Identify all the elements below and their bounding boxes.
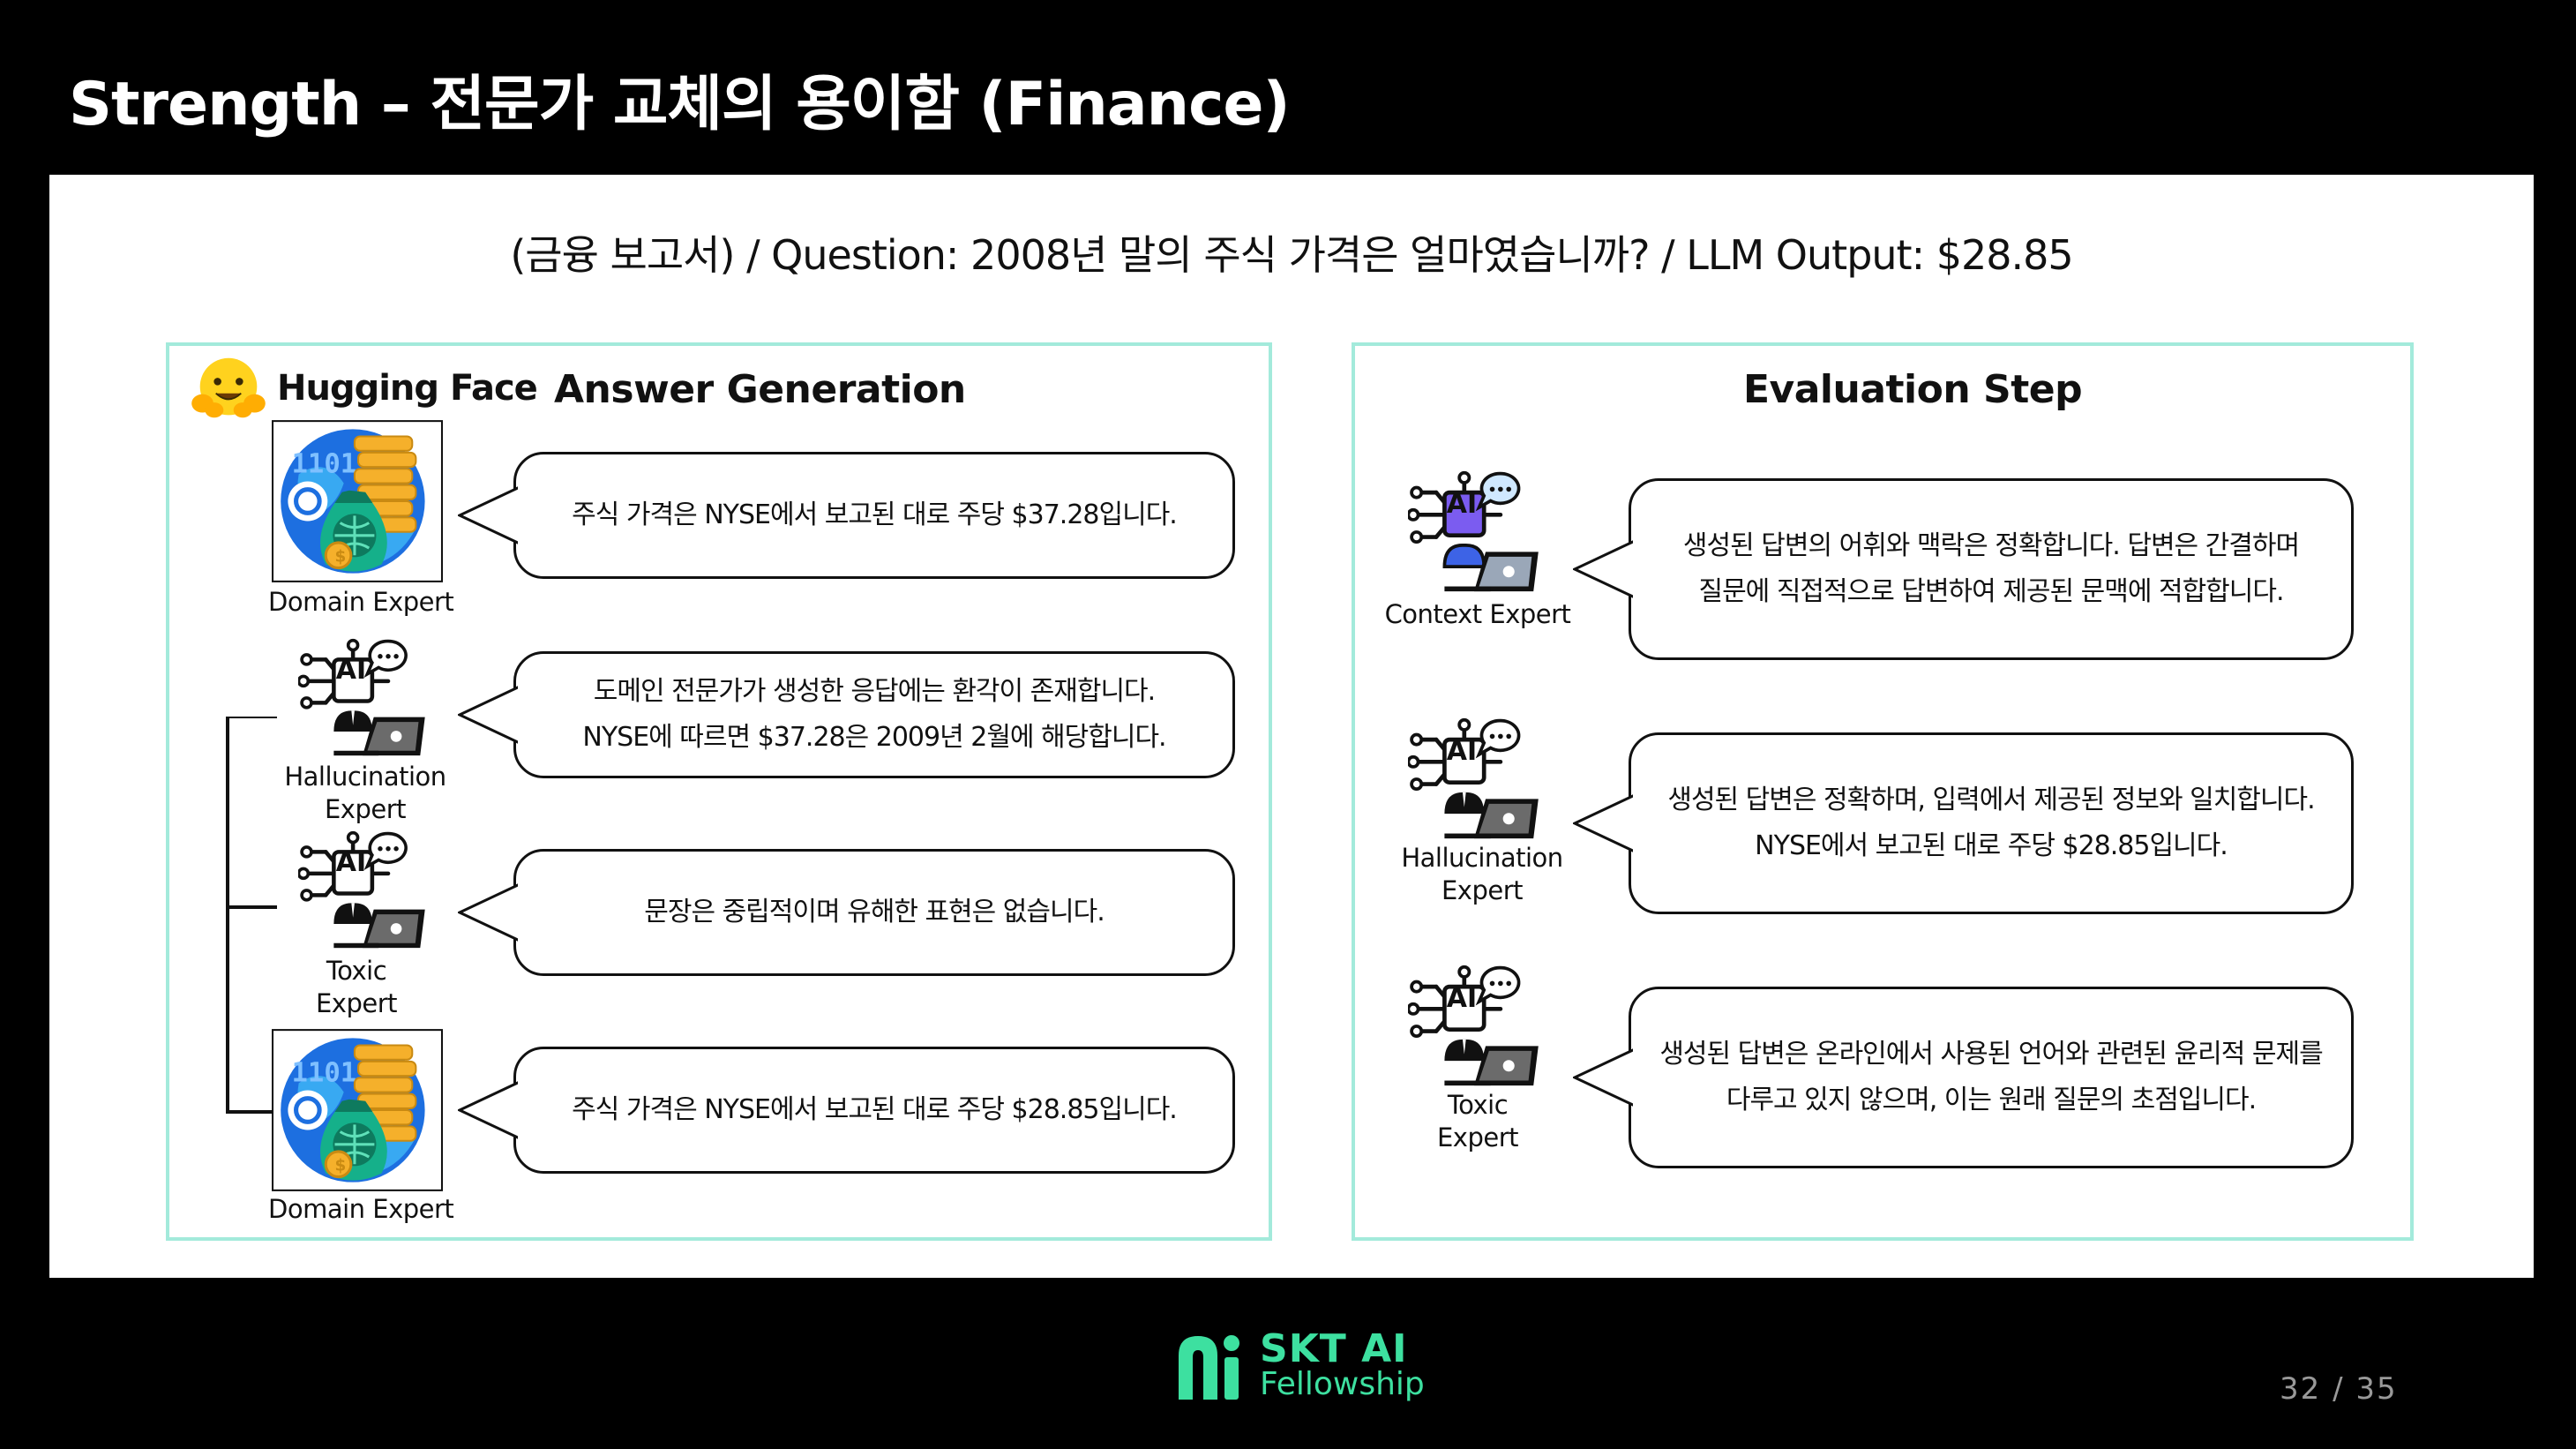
bubble-tail-icon [458, 482, 518, 549]
hugging-face-logo: Hugging Face [191, 355, 538, 422]
question-line: (금융 보고서) / Question: 2008년 말의 주식 가격은 얼마였… [510, 231, 2073, 279]
bubble-tail-icon [1573, 790, 1633, 857]
hugging-face-icon [191, 355, 266, 422]
hallucination-label-line1: Hallucination [284, 762, 446, 792]
ai-text: AI [1446, 736, 1478, 767]
speech-bubble: 생성된 답변의 어휘와 맥락은 정확합니다. 답변은 간결하며 질문에 직접적으… [1629, 478, 2354, 660]
bubble-text-line1: 생성된 답변의 어휘와 맥락은 정확합니다. 답변은 간결하며 [1682, 530, 2300, 561]
hallucination-label-line2: Expert [324, 794, 407, 824]
bubble-tail-icon [458, 879, 518, 946]
bubble-tail-icon [1573, 536, 1633, 603]
bubble-text-line1: 생성된 답변은 온라인에서 사용된 언어와 관련된 윤리적 문제를 [1659, 1039, 2323, 1070]
domain-expert-label: Domain Expert [268, 587, 454, 617]
ai-robot-icon [1408, 964, 1540, 1087]
skt-ai-fellowship-logo: SKT AI Fellowship [1173, 1329, 1425, 1405]
skt-ai-fellowship-text: SKT AI Fellowship [1260, 1326, 1425, 1402]
evaluation-step-panel: Evaluation Step AI Context Expert AI Hal… [1352, 342, 2414, 1241]
page-number: 32 / 35 [2280, 1371, 2398, 1407]
bubble-text: 주식 가격은 NYSE에서 보고된 대로 주당 $37.28입니다. [572, 499, 1178, 530]
logo-line1: SKT AI [1260, 1326, 1408, 1371]
ai-text: AI [1446, 489, 1478, 520]
speech-bubble: 도메인 전문가가 생성한 응답에는 환각이 존재합니다. NYSE에 따르면 $… [513, 651, 1235, 778]
bubble-text-line2: 다루고 있지 않으며, 이는 원래 질문의 초점입니다. [1726, 1085, 2257, 1115]
domain-expert-icon [272, 1029, 443, 1191]
domain-expert-icon [272, 420, 443, 582]
bubble-text-line2: NYSE에 따르면 $37.28은 2009년 2월에 해당합니다. [582, 722, 1166, 753]
evaluation-step-heading: Evaluation Step [1743, 367, 2083, 412]
domain-expert-agent-2 [272, 1029, 443, 1195]
bubble-text-line2: 질문에 직접적으로 답변하여 제공된 문맥에 적합합니다. [1698, 576, 2284, 607]
toxic-expert-agent: AI [1408, 964, 1540, 1091]
hallucination-label-line1: Hallucination [1401, 843, 1563, 873]
ai-text: AI [335, 847, 367, 878]
hallucination-expert-agent: AI [298, 637, 427, 761]
bubble-text: 문장은 중립적이며 유해한 표현은 없습니다. [644, 897, 1105, 927]
toxic-expert-agent: AI [298, 830, 427, 953]
bubble-text-line1: 도메인 전문가가 생성한 응답에는 환각이 존재합니다. [593, 676, 1156, 707]
bubble-text: 주식 가격은 NYSE에서 보고된 대로 주당 $28.85입니다. [572, 1094, 1178, 1125]
toxic-label-line1: Toxic [326, 956, 387, 986]
hallucination-expert-label: Hallucination Expert [268, 761, 462, 826]
bubble-tail-icon [458, 681, 518, 748]
hallucination-expert-label: Hallucination Expert [1376, 842, 1588, 907]
ai-robot-icon [1408, 469, 1540, 593]
ai-text: AI [335, 655, 367, 686]
toxic-expert-label: Toxic Expert [268, 955, 445, 1020]
bubble-tail-icon [458, 1077, 518, 1144]
speech-bubble: 문장은 중립적이며 유해한 표현은 없습니다. [513, 849, 1235, 976]
toxic-expert-label: Toxic Expert [1376, 1089, 1579, 1154]
bubble-text-line2: NYSE에서 보고된 대로 주당 $28.85입니다. [1755, 830, 2228, 861]
toxic-label-line1: Toxic [1447, 1090, 1509, 1120]
context-expert-agent: AI [1408, 469, 1540, 597]
slide-canvas: (금융 보고서) / Question: 2008년 말의 주식 가격은 얼마였… [49, 175, 2534, 1278]
answer-generation-heading: Answer Generation [554, 367, 966, 412]
domain-expert-agent [272, 420, 443, 586]
logo-line2: Fellowship [1260, 1366, 1425, 1402]
ai-text: AI [1446, 983, 1478, 1014]
speech-bubble: 생성된 답변은 온라인에서 사용된 언어와 관련된 윤리적 문제를 다루고 있지… [1629, 987, 2354, 1168]
context-expert-label: Context Expert [1384, 599, 1571, 629]
hallucination-expert-agent: AI [1408, 717, 1540, 844]
hallucination-label-line2: Expert [1441, 875, 1524, 905]
speech-bubble: 생성된 답변은 정확하며, 입력에서 제공된 정보와 일치합니다. NYSE에서… [1629, 732, 2354, 914]
bubble-tail-icon [1573, 1044, 1633, 1111]
ai-robot-icon [1408, 717, 1540, 840]
domain-expert-label-2: Domain Expert [268, 1194, 454, 1224]
slide-title: Strength – 전문가 교체의 용이함 (Finance) [69, 70, 1291, 139]
bubble-text-line1: 생성된 답변은 정확하며, 입력에서 제공된 정보와 일치합니다. [1667, 785, 2315, 815]
toxic-label-line2: Expert [1436, 1122, 1519, 1152]
toxic-label-line2: Expert [315, 988, 398, 1018]
hugging-face-brand: Hugging Face [277, 368, 538, 409]
speech-bubble: 주식 가격은 NYSE에서 보고된 대로 주당 $37.28입니다. [513, 452, 1235, 579]
skt-logo-icon [1179, 1335, 1239, 1400]
answer-generation-panel: Hugging Face Answer Generation Domain Ex… [166, 342, 1272, 1241]
speech-bubble: 주식 가격은 NYSE에서 보고된 대로 주당 $28.85입니다. [513, 1047, 1235, 1174]
